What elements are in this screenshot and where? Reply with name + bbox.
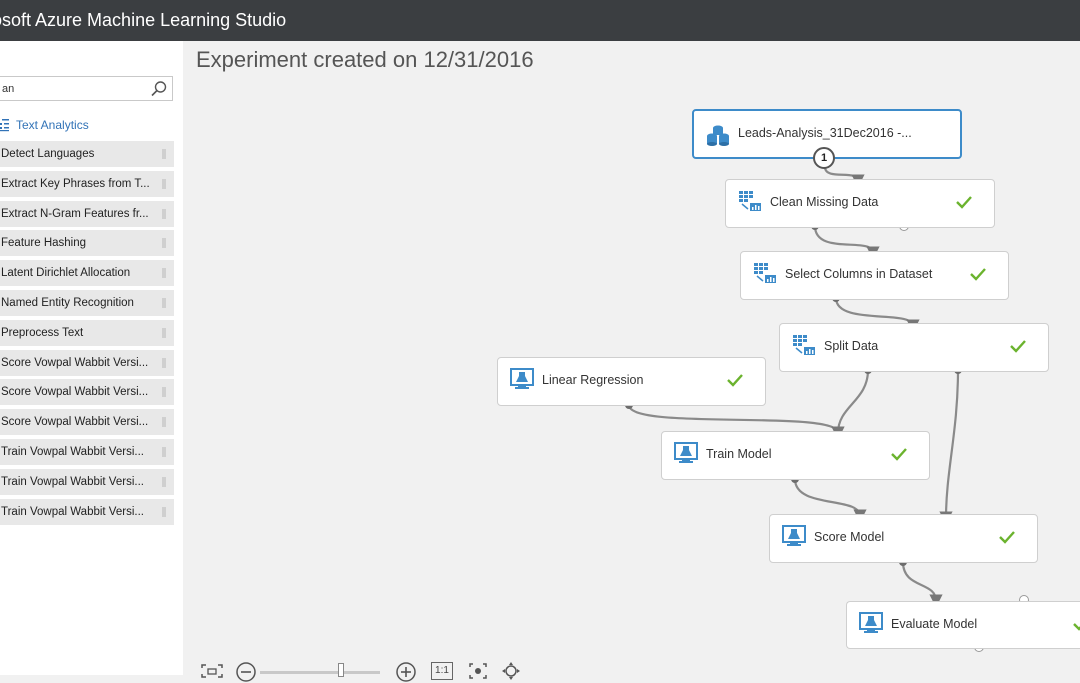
- dataset-icon: [707, 125, 729, 146]
- title-bar: osoft Azure Machine Learning Studio: [0, 0, 1080, 41]
- category-label: Text Analytics: [16, 118, 89, 132]
- zoom-slider-track[interactable]: [260, 671, 380, 674]
- node-clean-missing-data[interactable]: Clean Missing Data: [725, 179, 995, 228]
- pan-icon[interactable]: [501, 661, 521, 681]
- experiment-title[interactable]: Experiment created on 12/31/2016: [196, 47, 534, 72]
- drag-grip-icon[interactable]: [162, 327, 166, 338]
- node-label: Train Model: [706, 447, 772, 461]
- node-evaluate-model[interactable]: Evaluate Model: [846, 601, 1080, 649]
- status-check-icon: [970, 268, 986, 281]
- search-icon[interactable]: [150, 80, 168, 98]
- module-item[interactable]: Score Vowpal Wabbit Versi...: [0, 349, 174, 376]
- module-item[interactable]: Preprocess Text: [0, 319, 174, 346]
- experiment-canvas[interactable]: Experiment created on 12/31/2016: [183, 41, 1080, 682]
- search-box[interactable]: [0, 76, 173, 101]
- drag-grip-icon[interactable]: [162, 268, 166, 279]
- module-item[interactable]: Train Vowpal Wabbit Versi...: [0, 498, 174, 525]
- status-check-icon: [891, 448, 907, 461]
- module-item[interactable]: Feature Hashing: [0, 230, 174, 257]
- output-port-badge[interactable]: 1: [813, 147, 835, 169]
- node-linear-regression[interactable]: Linear Regression: [497, 357, 766, 406]
- grid-transform-icon: [754, 263, 776, 283]
- module-item[interactable]: Extract N-Gram Features fr...: [0, 200, 174, 227]
- drag-grip-icon[interactable]: [162, 357, 166, 368]
- module-item[interactable]: Named Entity Recognition: [0, 289, 174, 316]
- model-flask-icon: [782, 525, 806, 546]
- node-dataset[interactable]: Leads-Analysis_31Dec2016 -...: [692, 109, 962, 159]
- grid-transform-icon: [739, 191, 761, 211]
- node-label: Evaluate Model: [891, 617, 978, 631]
- module-list: Detect Languages Extract Key Phrases fro…: [0, 141, 174, 528]
- zoom-to-selection-icon[interactable]: [468, 662, 488, 680]
- status-check-icon: [956, 196, 972, 209]
- module-item[interactable]: Latent Dirichlet Allocation: [0, 260, 174, 287]
- module-item[interactable]: Detect Languages: [0, 141, 174, 167]
- drag-grip-icon[interactable]: [162, 506, 166, 517]
- drag-grip-icon[interactable]: [162, 178, 166, 189]
- status-check-icon: [1073, 623, 1080, 631]
- node-label: Linear Regression: [542, 373, 644, 387]
- node-score-model[interactable]: Score Model: [769, 514, 1038, 563]
- zoom-out-icon[interactable]: [235, 661, 257, 683]
- drag-grip-icon[interactable]: [162, 238, 166, 249]
- model-flask-icon: [859, 612, 883, 633]
- module-palette: Text Analytics Detect Languages Extract …: [0, 41, 183, 675]
- drag-grip-icon[interactable]: [162, 417, 166, 428]
- node-label: Leads-Analysis_31Dec2016 -...: [738, 126, 912, 140]
- drag-grip-icon[interactable]: [162, 387, 166, 398]
- status-check-icon: [999, 531, 1015, 544]
- drag-grip-icon[interactable]: [162, 297, 166, 308]
- tree-list-icon: [0, 119, 9, 132]
- status-check-icon: [727, 374, 743, 387]
- drag-grip-icon[interactable]: [162, 208, 166, 219]
- node-select-columns[interactable]: Select Columns in Dataset: [740, 251, 1009, 300]
- module-item[interactable]: Extract Key Phrases from T...: [0, 170, 174, 197]
- module-item[interactable]: Score Vowpal Wabbit Versi...: [0, 409, 174, 436]
- status-check-icon: [1010, 340, 1026, 353]
- node-label: Split Data: [824, 339, 879, 353]
- module-item[interactable]: Train Vowpal Wabbit Versi...: [0, 468, 174, 495]
- model-flask-icon: [674, 442, 698, 463]
- drag-grip-icon[interactable]: [162, 476, 166, 487]
- drag-grip-icon[interactable]: [162, 149, 166, 159]
- zoom-in-icon[interactable]: [395, 661, 417, 683]
- fit-to-screen-icon[interactable]: [200, 663, 224, 679]
- node-label: Score Model: [814, 530, 885, 544]
- search-input[interactable]: [2, 80, 142, 97]
- node-train-model[interactable]: Train Model: [661, 431, 930, 480]
- node-label: Clean Missing Data: [770, 195, 879, 209]
- module-item[interactable]: Score Vowpal Wabbit Versi...: [0, 379, 174, 406]
- node-label: Select Columns in Dataset: [785, 267, 933, 281]
- drag-grip-icon[interactable]: [162, 446, 166, 457]
- node-split-data[interactable]: Split Data: [779, 323, 1049, 372]
- module-item[interactable]: Train Vowpal Wabbit Versi...: [0, 438, 174, 465]
- grid-transform-icon: [793, 335, 815, 355]
- model-flask-icon: [510, 368, 534, 389]
- actual-size-button[interactable]: 1:1: [431, 662, 453, 680]
- zoom-controls: 1:1: [200, 661, 521, 683]
- app-title: osoft Azure Machine Learning Studio: [0, 10, 287, 30]
